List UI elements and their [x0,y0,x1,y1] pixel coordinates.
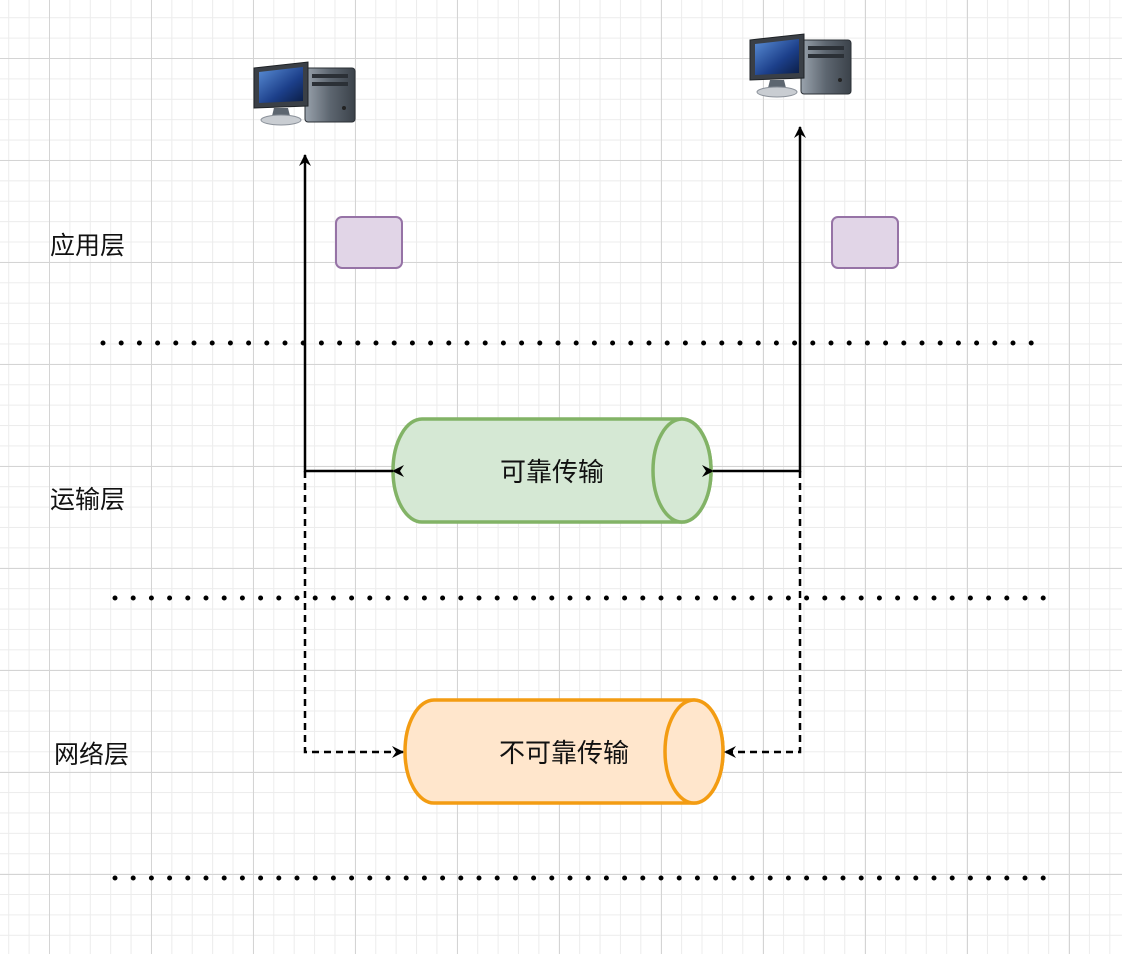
left-message-box [335,216,403,269]
network-layer-label: 网络层 [54,740,129,769]
right-network-path-arrow [724,471,802,758]
right-logical-path-arrow [702,126,806,477]
application-layer-label: 应用层 [50,231,125,260]
unreliable-transfer-label: 不可靠传输 [499,739,629,769]
left-computer-icon [253,61,356,126]
right-computer-icon [749,33,852,98]
right-message-box [831,216,899,269]
transport-layer-label: 运输层 [50,485,125,514]
reliable-transfer-label: 可靠传输 [500,458,604,488]
unreliable-transfer-pipe: 不可靠传输 [403,698,725,805]
left-logical-path-arrow [299,154,404,477]
left-network-path-arrow [303,471,404,758]
reliable-transfer-pipe: 可靠传输 [391,417,713,524]
